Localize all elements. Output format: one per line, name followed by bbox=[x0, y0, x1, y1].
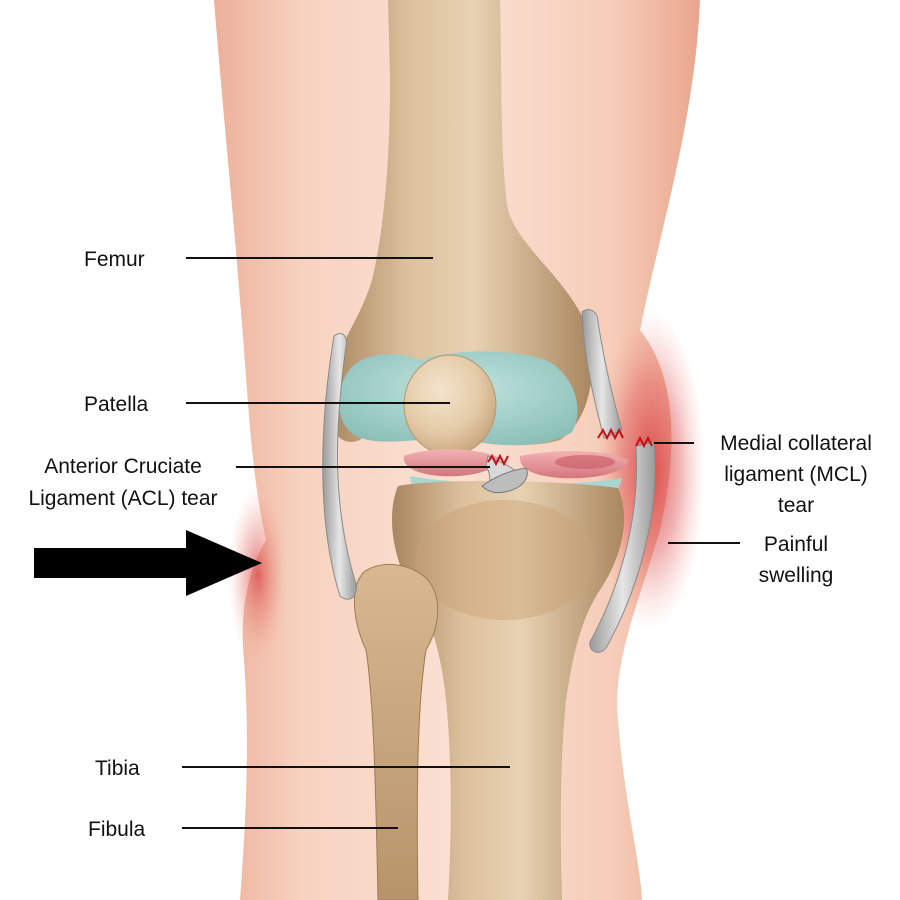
medial-meniscus-inner bbox=[555, 455, 615, 469]
label-acl-line1: Anterior Cruciate bbox=[44, 455, 202, 478]
label-swelling-line1: Painful bbox=[764, 533, 828, 556]
right-arrow-icon bbox=[34, 530, 262, 596]
label-acl-line2: Ligament (ACL) tear bbox=[28, 487, 217, 510]
mcl-upper-segment bbox=[581, 309, 623, 439]
mcl-tear-mark-lower bbox=[635, 435, 653, 449]
mcl-tear-mark-upper bbox=[597, 427, 624, 441]
acl-ligament-cross bbox=[481, 467, 528, 494]
label-mcl-line1: Medial collateral bbox=[720, 432, 872, 455]
tibial-plateau-shade bbox=[415, 500, 595, 620]
fibula-bone bbox=[354, 563, 439, 900]
label-swelling-line2: swelling bbox=[759, 564, 834, 587]
label-tibia: Tibia bbox=[95, 757, 140, 780]
acl-tear-mark bbox=[487, 453, 509, 467]
lateral-meniscus bbox=[403, 449, 500, 477]
label-mcl-line3: tear bbox=[778, 494, 814, 517]
tibia-bone bbox=[391, 480, 625, 900]
lateral-collateral-ligament bbox=[322, 333, 357, 600]
mcl-lower-segment bbox=[589, 441, 656, 653]
patella-bone bbox=[403, 354, 497, 456]
label-mcl-line2: ligament (MCL) bbox=[724, 463, 868, 486]
label-femur: Femur bbox=[84, 248, 145, 271]
label-patella: Patella bbox=[84, 393, 149, 416]
label-fibula: Fibula bbox=[88, 818, 146, 841]
femur-bone bbox=[327, 0, 593, 445]
swelling-highlight-left bbox=[228, 485, 288, 665]
